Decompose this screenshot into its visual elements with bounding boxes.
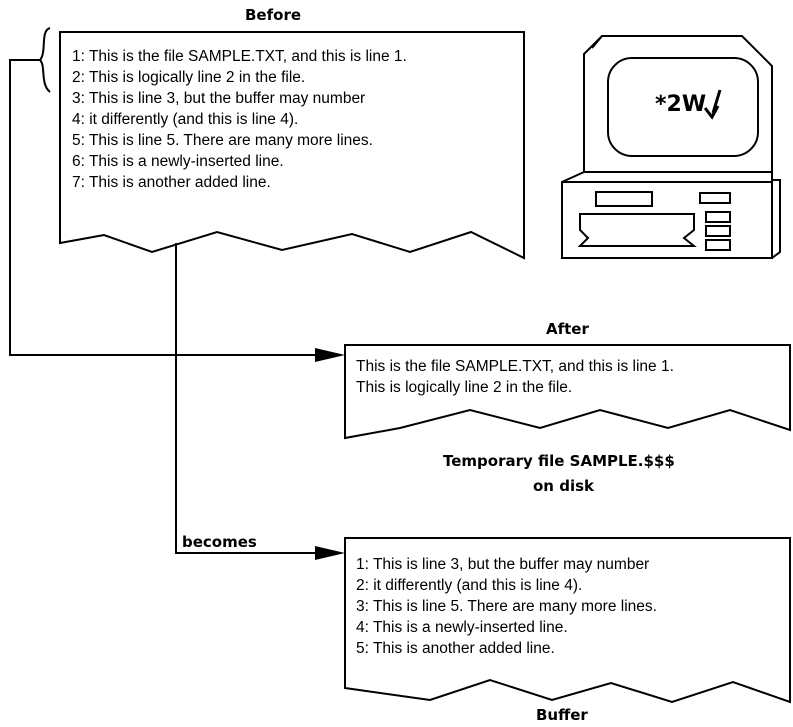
terminal-icon <box>561 35 781 259</box>
after-lines: This is the file SAMPLE.TXT, and this is… <box>356 356 674 398</box>
buffer-document-box <box>344 537 791 704</box>
before-label: Before <box>245 6 302 24</box>
before-line: 2: This is logically line 2 in the file. <box>72 69 306 86</box>
after-document-box <box>344 344 791 440</box>
return-arrow-icon <box>703 89 722 120</box>
connector-to-buffer <box>175 243 330 554</box>
after-label: After <box>546 320 589 338</box>
buffer-line: 1: This is line 3, but the buffer may nu… <box>356 556 650 573</box>
becomes-label: becomes <box>182 533 257 551</box>
buffer-label: Buffer <box>536 706 588 724</box>
after-line: This is logically line 2 in the file. <box>356 379 573 396</box>
buffer-line: 2: it differently (and this is line 4). <box>356 577 583 594</box>
arrowhead-buffer <box>315 546 345 560</box>
before-line: 3: This is line 3, but the buffer may nu… <box>72 90 366 107</box>
before-brace <box>38 27 51 93</box>
before-lines: 1: This is the file SAMPLE.TXT, and this… <box>72 46 407 193</box>
before-line: 7: This is another added line. <box>72 174 271 191</box>
after-caption-line2: on disk <box>533 477 594 495</box>
buffer-line: 5: This is another added line. <box>356 640 555 657</box>
after-caption-line1: Temporary file SAMPLE.$$$ <box>443 452 675 470</box>
buffer-line: 3: This is line 5. There are many more l… <box>356 598 657 615</box>
buffer-lines: 1: This is line 3, but the buffer may nu… <box>356 554 657 659</box>
before-line: 4: it differently (and this is line 4). <box>72 111 299 128</box>
connector-to-after <box>9 59 330 356</box>
terminal-command: *2W <box>655 92 707 117</box>
before-line: 5: This is line 5. There are many more l… <box>72 132 373 149</box>
before-document-box <box>59 31 525 260</box>
before-line: 6: This is a newly-inserted line. <box>72 153 284 170</box>
buffer-line: 4: This is a newly-inserted line. <box>356 619 568 636</box>
arrowhead-after <box>315 348 345 362</box>
after-line: This is the file SAMPLE.TXT, and this is… <box>356 358 674 375</box>
before-line: 1: This is the file SAMPLE.TXT, and this… <box>72 48 407 65</box>
